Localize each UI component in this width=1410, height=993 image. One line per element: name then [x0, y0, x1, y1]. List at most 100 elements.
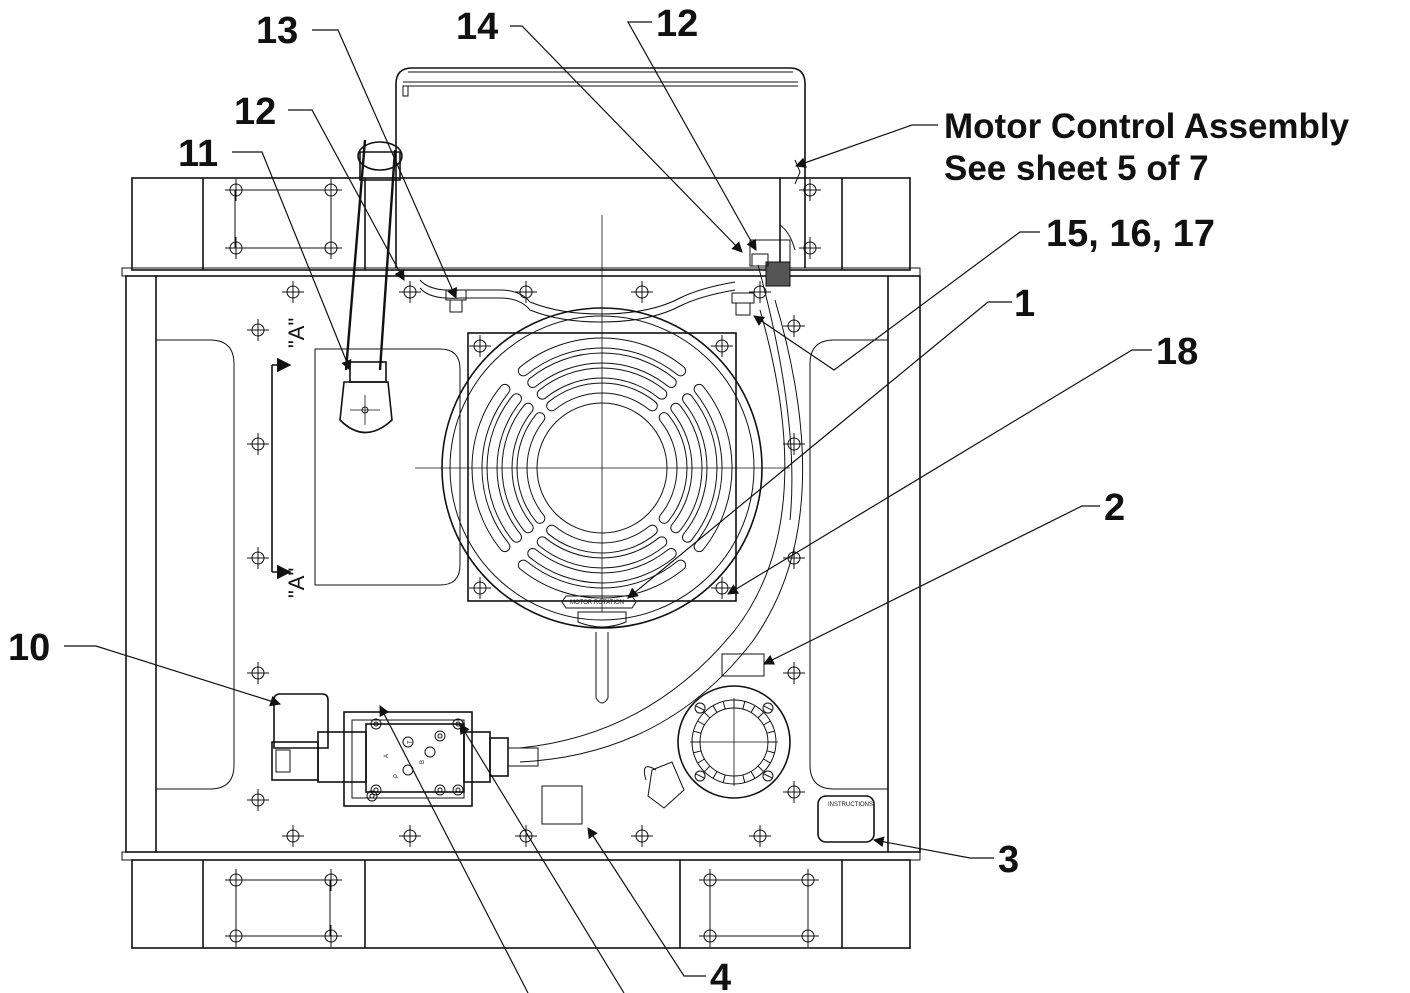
motor-rotation-label: MOTOR ROTATION — [570, 600, 624, 606]
callout-12-left: 12 — [234, 91, 276, 133]
fan-slot — [517, 559, 687, 599]
fan-slot — [693, 383, 733, 553]
bolt-icon — [469, 335, 491, 357]
fan-slot — [486, 393, 523, 543]
motor-control-box — [395, 67, 806, 287]
callout-15-16-17: 15, 16, 17 — [1046, 213, 1215, 255]
return-hose — [519, 264, 804, 763]
fan-slot — [546, 524, 658, 554]
flange-bolt-icon — [762, 702, 774, 714]
callout-3: 3 — [998, 839, 1019, 881]
bolt-icon — [225, 925, 247, 947]
valve-port-p: P — [394, 774, 400, 778]
valve-bolt-icon — [434, 784, 446, 796]
fan-slot — [546, 382, 658, 412]
fill-hose-assembly — [339, 139, 403, 434]
instructions-label: INSTRUCTIONS — [828, 802, 873, 808]
callout-2: 2 — [1104, 487, 1125, 529]
fan-slot — [658, 412, 688, 524]
bolt-icon — [282, 281, 304, 303]
bolt-icon — [699, 925, 721, 947]
callout-4: 4 — [710, 957, 731, 993]
valve-bolt-icon — [366, 790, 378, 802]
motor-control-note-line1: Motor Control Assembly — [944, 107, 1350, 146]
bolt-icon — [247, 789, 269, 811]
bolt-icon — [247, 433, 269, 455]
bolt-icon — [320, 179, 342, 201]
bolt-icon — [783, 433, 805, 455]
bolt-icon — [799, 179, 821, 201]
callout-labels: 13 14 12 12 11 Motor Control Assembly Se… — [8, 3, 1350, 993]
fan-slot — [516, 412, 546, 524]
fan-slot — [670, 402, 703, 534]
bolt-icon — [515, 281, 537, 303]
motor-control-note-line2: See sheet 5 of 7 — [944, 149, 1209, 188]
section-a-marks: "A" "A" — [271, 318, 309, 598]
bolt-icon — [797, 869, 819, 891]
bolt-icon — [282, 825, 304, 847]
fan-slot — [501, 402, 534, 534]
callout-18: 18 — [1156, 331, 1198, 373]
suction-flange — [643, 685, 791, 809]
bolt-icon — [320, 925, 342, 947]
plate-bolts — [225, 179, 821, 947]
bolt-icon — [783, 781, 805, 803]
valve-bolt-icon — [434, 730, 446, 742]
fan-slot — [681, 393, 718, 543]
valve-bolt-icon — [370, 718, 382, 730]
bolt-icon — [711, 577, 733, 599]
bolt-icon — [399, 281, 421, 303]
bolt-icon — [749, 825, 771, 847]
bolt-icon — [225, 179, 247, 201]
directional-valve: A T B P — [271, 711, 539, 807]
valve-port-b: B — [420, 760, 426, 764]
bolt-icon — [631, 281, 653, 303]
callout-14: 14 — [456, 6, 498, 48]
bolt-icon — [797, 925, 819, 947]
callout-10: 10 — [8, 627, 50, 669]
valve-port-a: A — [384, 754, 390, 758]
item-4-plate — [541, 785, 583, 825]
motor-fan-cover — [415, 215, 790, 704]
bolt-icon — [320, 237, 342, 259]
bolt-icon — [247, 547, 269, 569]
leader-lines — [64, 21, 1152, 993]
flange-bolt-icon — [694, 702, 706, 714]
bolt-icon — [783, 315, 805, 337]
valve-port-t: T — [408, 740, 414, 744]
bolt-icon — [469, 577, 491, 599]
bolt-icon — [247, 319, 269, 341]
bolt-icon — [749, 281, 771, 303]
bolt-icon — [799, 237, 821, 259]
fan-slot — [471, 383, 511, 553]
bolt-icon — [783, 662, 805, 684]
fan-slot — [527, 547, 677, 584]
bolt-icon — [631, 825, 653, 847]
bolt-icon — [320, 869, 342, 891]
valve-bolt-icon — [452, 784, 464, 796]
flange-bolt-icon — [694, 770, 706, 782]
reservoir-plate — [125, 275, 921, 853]
item-10-plate — [273, 693, 329, 749]
fan-slot — [517, 337, 687, 377]
section-label-top: "A" — [284, 318, 309, 348]
fan-slot — [536, 536, 668, 569]
bolt-icon — [247, 662, 269, 684]
bolt-icon — [399, 825, 421, 847]
callout-11: 11 — [178, 133, 218, 175]
section-label-bottom: "A" — [284, 568, 309, 598]
callout-13: 13 — [256, 10, 298, 52]
bolt-icon — [783, 547, 805, 569]
instructions-plate: INSTRUCTIONS — [817, 795, 875, 843]
item-2-plate — [721, 653, 765, 677]
flange-bolt-icon — [762, 770, 774, 782]
callout-1: 1 — [1014, 283, 1035, 325]
bolt-icon — [699, 869, 721, 891]
bolt-icon — [225, 237, 247, 259]
fan-slot — [527, 352, 677, 389]
bolt-icon — [225, 869, 247, 891]
callout-12-top: 12 — [656, 3, 698, 45]
bolt-icon — [515, 825, 537, 847]
bolt-icon — [711, 335, 733, 357]
